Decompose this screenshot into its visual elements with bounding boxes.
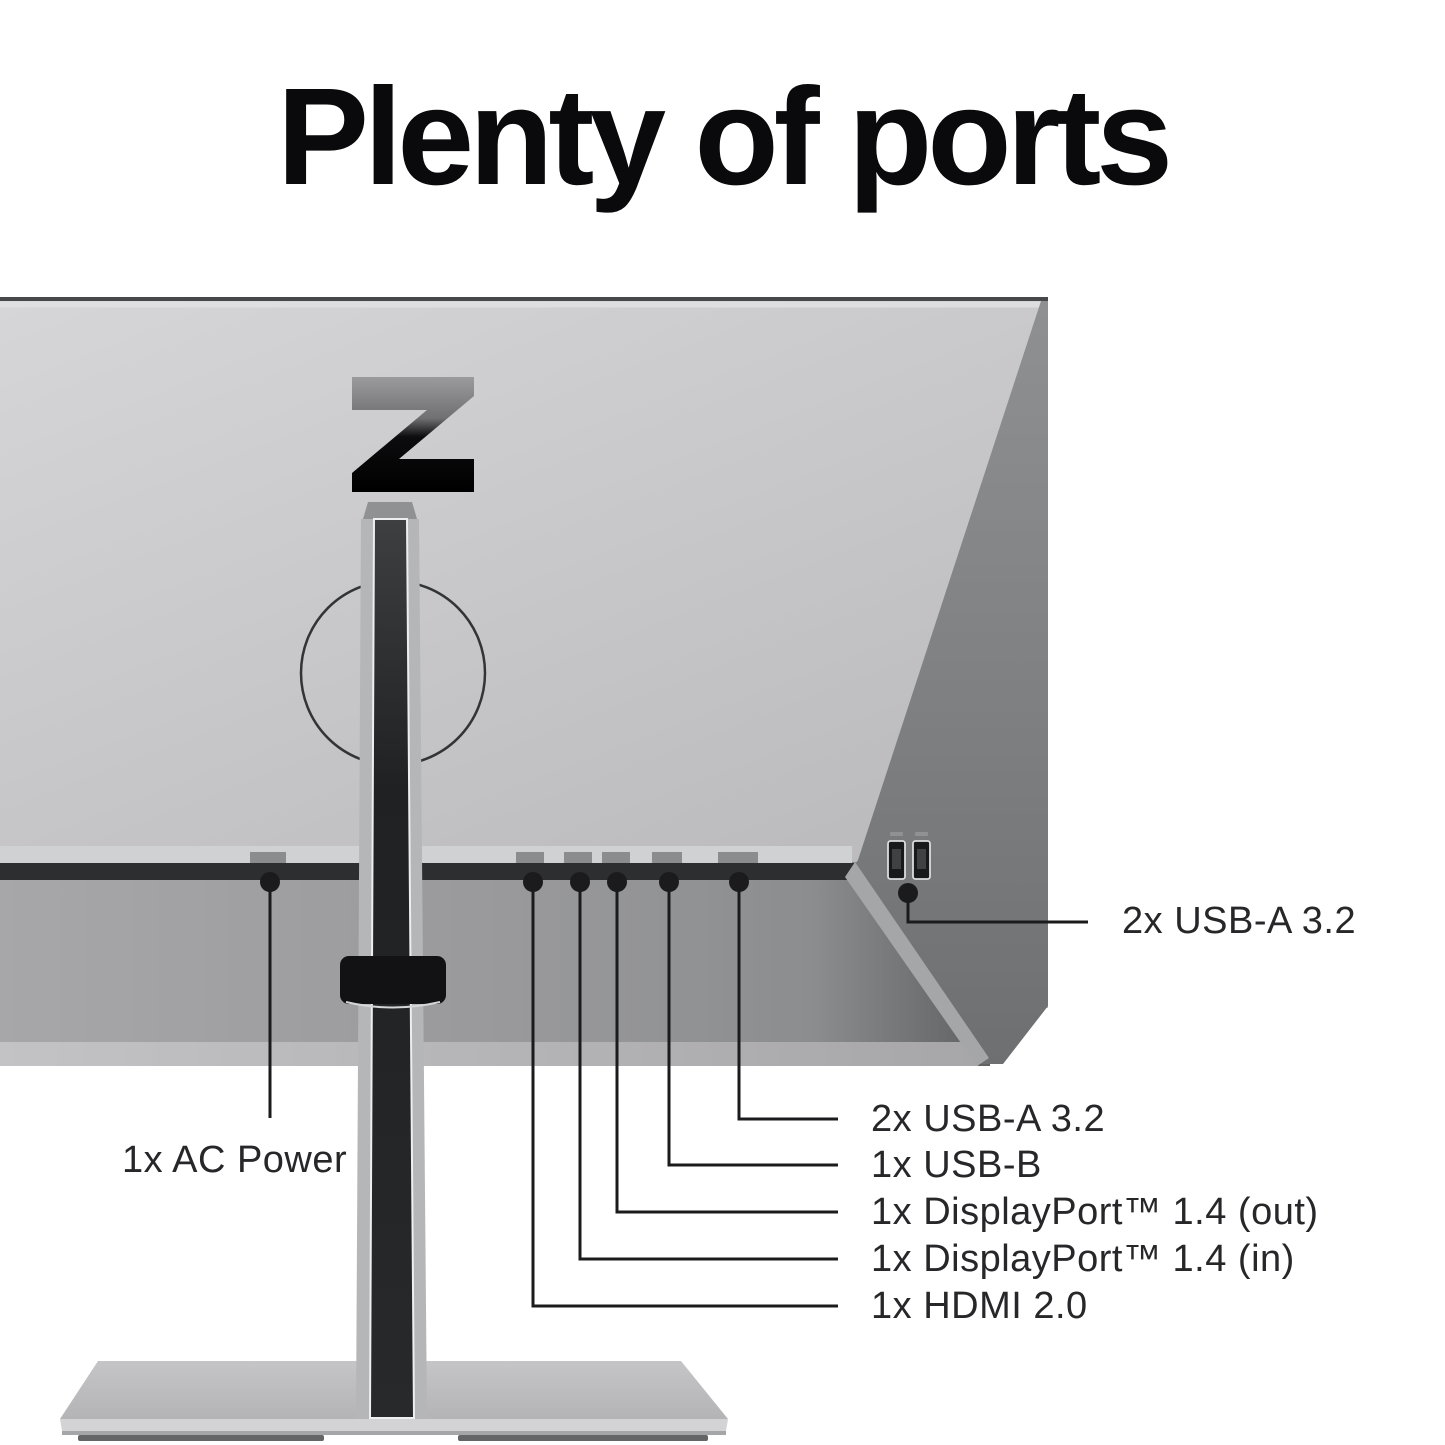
page-title: Plenty of ports: [276, 60, 1173, 214]
usb-tongue: [892, 849, 901, 869]
facet-bevel-stripe: [845, 862, 989, 1066]
callout-dot-ac-power: [260, 872, 280, 892]
usb-icon: [890, 832, 903, 836]
callout-dots: [260, 872, 918, 903]
callout-line-dp-in: [578, 882, 838, 1261]
callout-dot-dp-in: [570, 872, 590, 892]
usb-b-port-cutout: [652, 852, 682, 863]
dp-out-port-cutout: [602, 852, 630, 863]
callout-dot-hdmi: [523, 872, 543, 892]
callout-line-dp-out: [615, 882, 838, 1214]
rear-port-cutouts: [250, 852, 758, 863]
hp-z-logo: [352, 377, 474, 492]
callout-line-rear-usb: [737, 882, 838, 1121]
back-panel-surface: [0, 301, 1048, 880]
callout-line-usb-b: [667, 882, 838, 1167]
callout-lines: [268, 882, 1088, 1308]
callout-dot-usb-b: [659, 872, 679, 892]
ac-port-cutout: [250, 852, 286, 863]
callout-label-ac-power: 1x AC Power: [122, 1139, 348, 1181]
monitor-top-edge: [0, 297, 1048, 302]
port-strip-shadow-line: [0, 863, 854, 880]
top-edge-highlight: [0, 301, 1045, 308]
column-cap: [363, 502, 417, 519]
cable-clip-body: [340, 956, 446, 1004]
callout-line-hdmi: [531, 882, 838, 1308]
base-foot-right: [458, 1435, 708, 1441]
side-usb-ports: [887, 832, 931, 880]
callout-dot-side-usb: [898, 883, 918, 903]
usb-icon: [915, 832, 928, 836]
callout-dot-rear-usb: [729, 872, 749, 892]
lower-recess-panel: [0, 862, 990, 1066]
usb-tongue: [917, 849, 926, 869]
base-front-face: [60, 1419, 728, 1431]
monitor-back-panel: [0, 297, 1048, 1066]
bottom-bevel: [0, 1042, 978, 1066]
rear-usb-port-cutout: [718, 852, 758, 863]
callout-dot-dp-out: [607, 872, 627, 892]
callout-label-side-usb: 2x USB-A 3.2: [1122, 900, 1357, 942]
base-front-edge: [62, 1431, 726, 1435]
callout-label-dp-out: 1x DisplayPort™ 1.4 (out): [871, 1191, 1319, 1233]
cable-clip-rim-highlight: [345, 1001, 441, 1009]
cable-clip: [340, 956, 446, 1009]
base-foot-left: [78, 1435, 324, 1441]
callout-label-dp-in: 1x DisplayPort™ 1.4 (in): [871, 1238, 1295, 1280]
port-strip-bevel: [0, 846, 852, 864]
hdmi-port-cutout: [516, 852, 544, 863]
callout-label-usb-b: 1x USB-B: [871, 1144, 1042, 1186]
dp-in-port-cutout: [564, 852, 592, 863]
callout-label-hdmi: 1x HDMI 2.0: [871, 1285, 1088, 1327]
callout-label-rear-usb-a: 2x USB-A 3.2: [871, 1098, 1106, 1140]
